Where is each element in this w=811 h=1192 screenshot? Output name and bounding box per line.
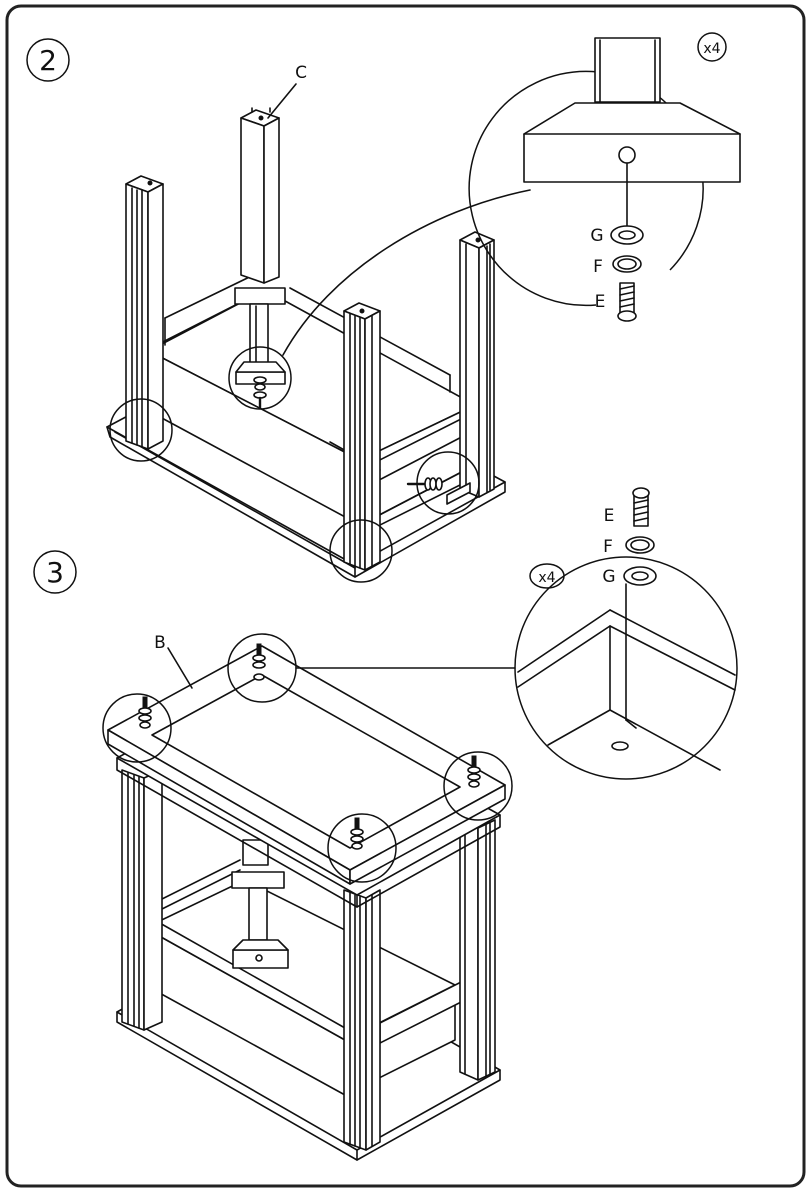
step-number-circle-icon — [33, 550, 77, 594]
step-number-3: 3 — [33, 550, 77, 594]
part-letter: C — [295, 63, 307, 83]
hardware-label: E — [604, 506, 615, 526]
table-top-b — [107, 645, 506, 908]
quantity-badge: x4 — [529, 563, 565, 589]
part-letter: B — [154, 633, 166, 653]
detail-leader — [282, 189, 531, 356]
top-hardware — [138, 643, 481, 850]
center-post-c — [234, 107, 286, 385]
bolt-e: E — [595, 282, 637, 322]
lock-washer-f: F — [603, 536, 655, 557]
center-hardware — [253, 376, 267, 410]
detail-magnifier: G F E x4 — [468, 32, 741, 322]
leg-right — [459, 819, 496, 1081]
hardware-label: F — [593, 257, 603, 277]
leg-left — [121, 769, 163, 1031]
callout-circle-right — [416, 451, 480, 515]
step-number-2: 2 — [26, 38, 70, 82]
leg-left — [125, 175, 164, 450]
step-number-circle-icon — [26, 38, 70, 82]
part-callout-b: B — [154, 633, 193, 689]
callout-circle-right — [443, 751, 513, 821]
flat-washer-g: G — [590, 225, 644, 246]
detail-magnifier: E F G x4 — [514, 487, 738, 780]
quantity-label: x4 — [703, 41, 720, 57]
hardware-label: G — [590, 226, 603, 246]
leg-back-right — [459, 231, 495, 498]
part-callout-c: C — [267, 63, 307, 119]
lock-washer-f: F — [593, 255, 642, 277]
hardware-label: G — [602, 567, 615, 587]
flat-washer-g: G — [602, 566, 657, 587]
leg-front — [343, 889, 381, 1151]
upright-cabinet-drawing — [102, 633, 513, 1161]
page-frame — [5, 4, 806, 1188]
hardware-label: E — [595, 292, 606, 312]
bolt-e: E — [604, 487, 650, 527]
callout-circle-center — [228, 346, 292, 410]
inverted-cabinet-drawing — [106, 107, 506, 583]
step-number-label: 3 — [46, 556, 64, 589]
callout-circle-left — [102, 693, 172, 763]
callout-circle-front — [329, 519, 393, 583]
quantity-label: x4 — [538, 570, 555, 586]
step-3: 3 — [33, 487, 738, 1161]
side-hardware — [406, 477, 471, 505]
step-2: 2 — [26, 32, 741, 583]
leg-front — [343, 302, 381, 571]
quantity-badge: x4 — [697, 32, 727, 62]
step-number-label: 2 — [39, 44, 57, 77]
callout-circle-front — [327, 813, 397, 883]
hardware-label: F — [603, 537, 613, 557]
callout-circle-left — [109, 398, 173, 462]
